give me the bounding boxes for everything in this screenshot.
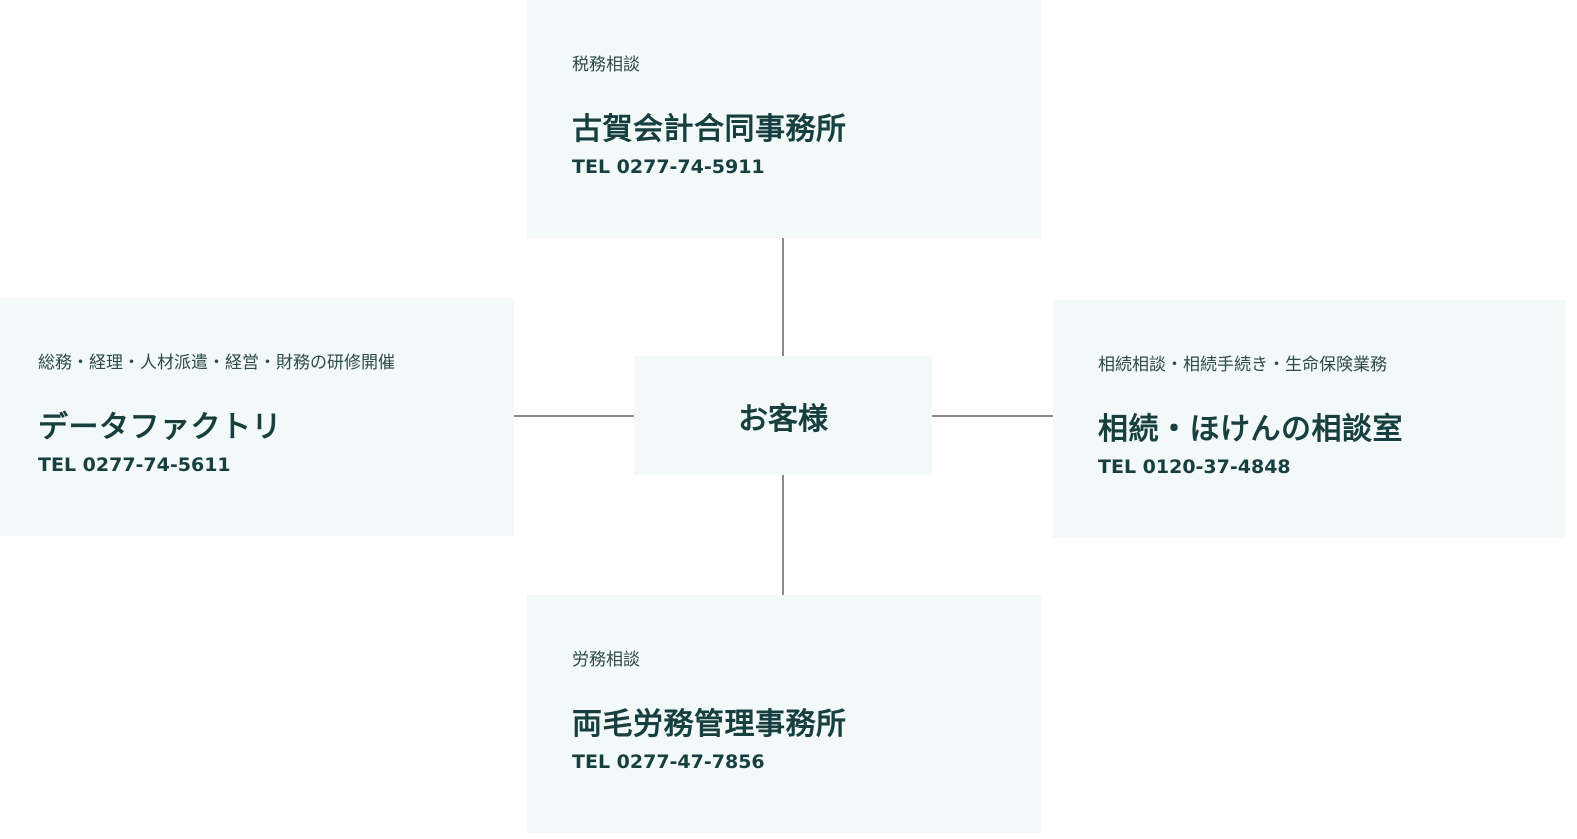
node-name: 古賀会計合同事務所 bbox=[572, 112, 847, 147]
node-top: 税務相談 古賀会計合同事務所 TEL 0277-74-5911 bbox=[527, 0, 1041, 238]
node-name: データファクトリ bbox=[38, 410, 282, 445]
node-tel[interactable]: TEL 0120-37-4848 bbox=[1098, 456, 1291, 478]
node-bottom: 労務相談 両毛労務管理事務所 TEL 0277-47-7856 bbox=[527, 595, 1041, 833]
node-category: 相続相談・相続手続き・生命保険業務 bbox=[1098, 355, 1387, 375]
node-left: 総務・経理・人材派遣・経営・財務の研修開催 データファクトリ TEL 0277-… bbox=[0, 298, 514, 536]
connector-right bbox=[932, 415, 1053, 417]
node-tel[interactable]: TEL 0277-47-7856 bbox=[572, 751, 765, 773]
node-name: 相続・ほけんの相談室 bbox=[1098, 412, 1403, 447]
node-category: 総務・経理・人材派遣・経営・財務の研修開催 bbox=[38, 353, 395, 373]
node-right: 相続相談・相続手続き・生命保険業務 相続・ほけんの相談室 TEL 0120-37… bbox=[1053, 300, 1566, 538]
node-tel[interactable]: TEL 0277-74-5911 bbox=[572, 156, 765, 178]
node-category: 労務相談 bbox=[572, 650, 640, 670]
center-node-customer: お客様 bbox=[634, 356, 932, 475]
connector-bottom bbox=[782, 475, 784, 595]
connector-left bbox=[514, 415, 634, 417]
connector-top bbox=[782, 238, 784, 356]
node-category: 税務相談 bbox=[572, 55, 640, 75]
node-tel[interactable]: TEL 0277-74-5611 bbox=[38, 454, 231, 476]
node-name: 両毛労務管理事務所 bbox=[572, 707, 847, 742]
